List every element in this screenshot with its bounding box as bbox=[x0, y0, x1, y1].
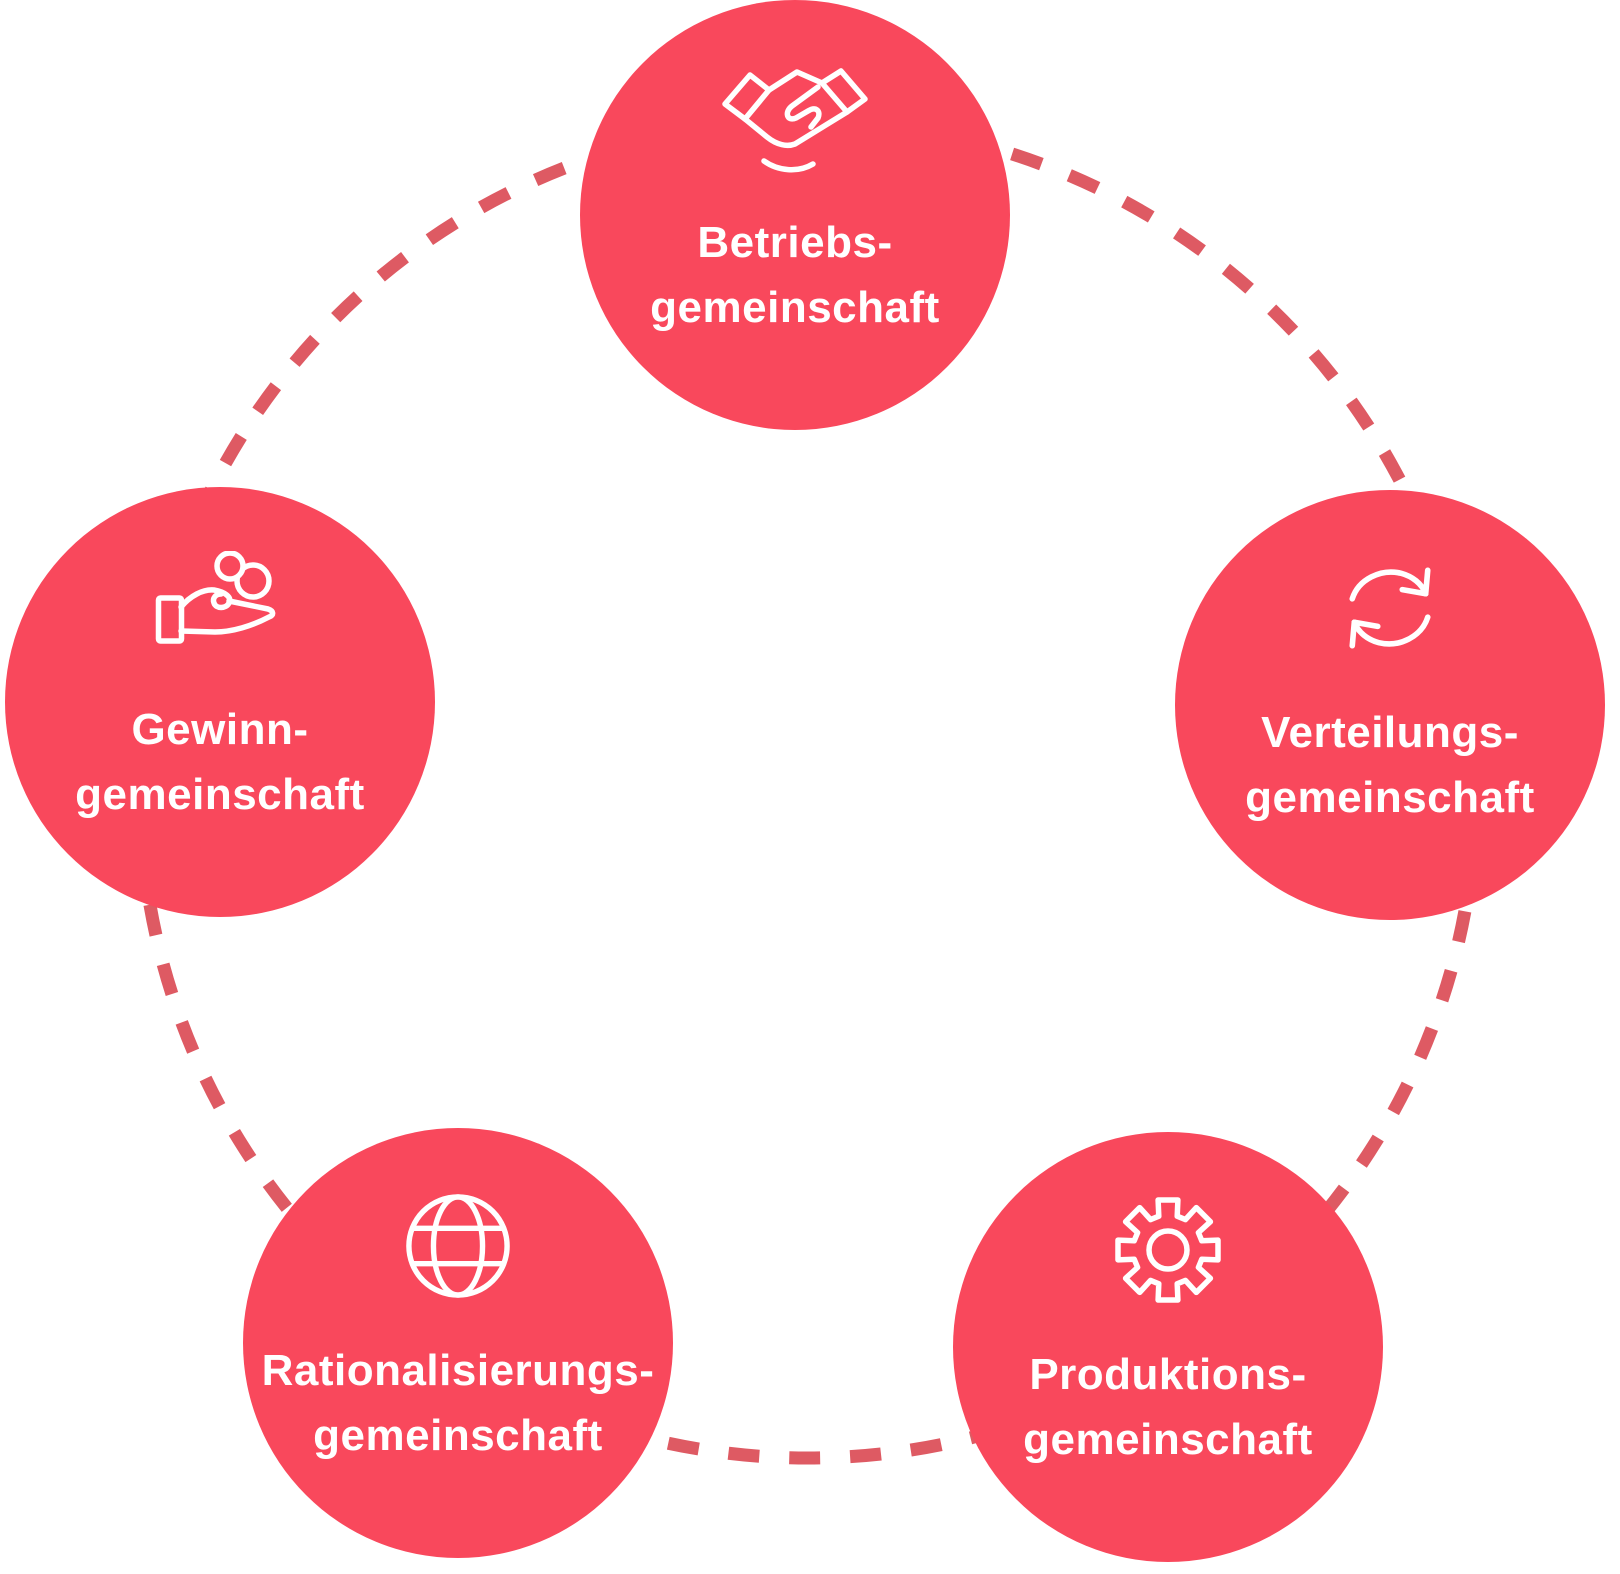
node-gewinngemeinschaft: Gewinn- gemeinschaft bbox=[5, 487, 435, 917]
hand-coins-icon bbox=[155, 547, 285, 663]
node-label: Produktions- gemeinschaft bbox=[1023, 1342, 1313, 1472]
node-label-line1: Gewinn- bbox=[131, 705, 309, 754]
handshake-icon bbox=[720, 60, 870, 176]
node-label-line2: gemeinschaft bbox=[1023, 1415, 1313, 1464]
node-label-line2: gemeinschaft bbox=[313, 1411, 603, 1460]
node-label-line1: Rationalisierungs- bbox=[261, 1346, 655, 1395]
node-label: Betriebs- gemeinschaft bbox=[650, 210, 940, 340]
node-label-line1: Verteilungs- bbox=[1261, 708, 1519, 757]
node-label: Rationalisierungs- gemeinschaft bbox=[262, 1338, 655, 1468]
node-betriebsgemeinschaft: Betriebs- gemeinschaft bbox=[580, 0, 1010, 430]
node-label-line1: Produktions- bbox=[1029, 1350, 1307, 1399]
gear-icon bbox=[1113, 1192, 1223, 1308]
node-label-line1: Betriebs- bbox=[697, 218, 893, 267]
node-label-line2: gemeinschaft bbox=[650, 283, 940, 332]
node-verteilungsgemeinschaft: Verteilungs- gemeinschaft bbox=[1175, 490, 1605, 920]
node-rationalisierungsgemeinschaft: Rationalisierungs- gemeinschaft bbox=[243, 1128, 673, 1558]
node-label: Verteilungs- gemeinschaft bbox=[1245, 700, 1535, 830]
node-produktionsgemeinschaft: Produktions- gemeinschaft bbox=[953, 1132, 1383, 1562]
globe-icon bbox=[404, 1188, 512, 1304]
sync-arrows-icon bbox=[1339, 550, 1441, 666]
node-label-line2: gemeinschaft bbox=[1245, 773, 1535, 822]
node-label-line2: gemeinschaft bbox=[75, 770, 365, 819]
node-label: Gewinn- gemeinschaft bbox=[75, 697, 365, 827]
